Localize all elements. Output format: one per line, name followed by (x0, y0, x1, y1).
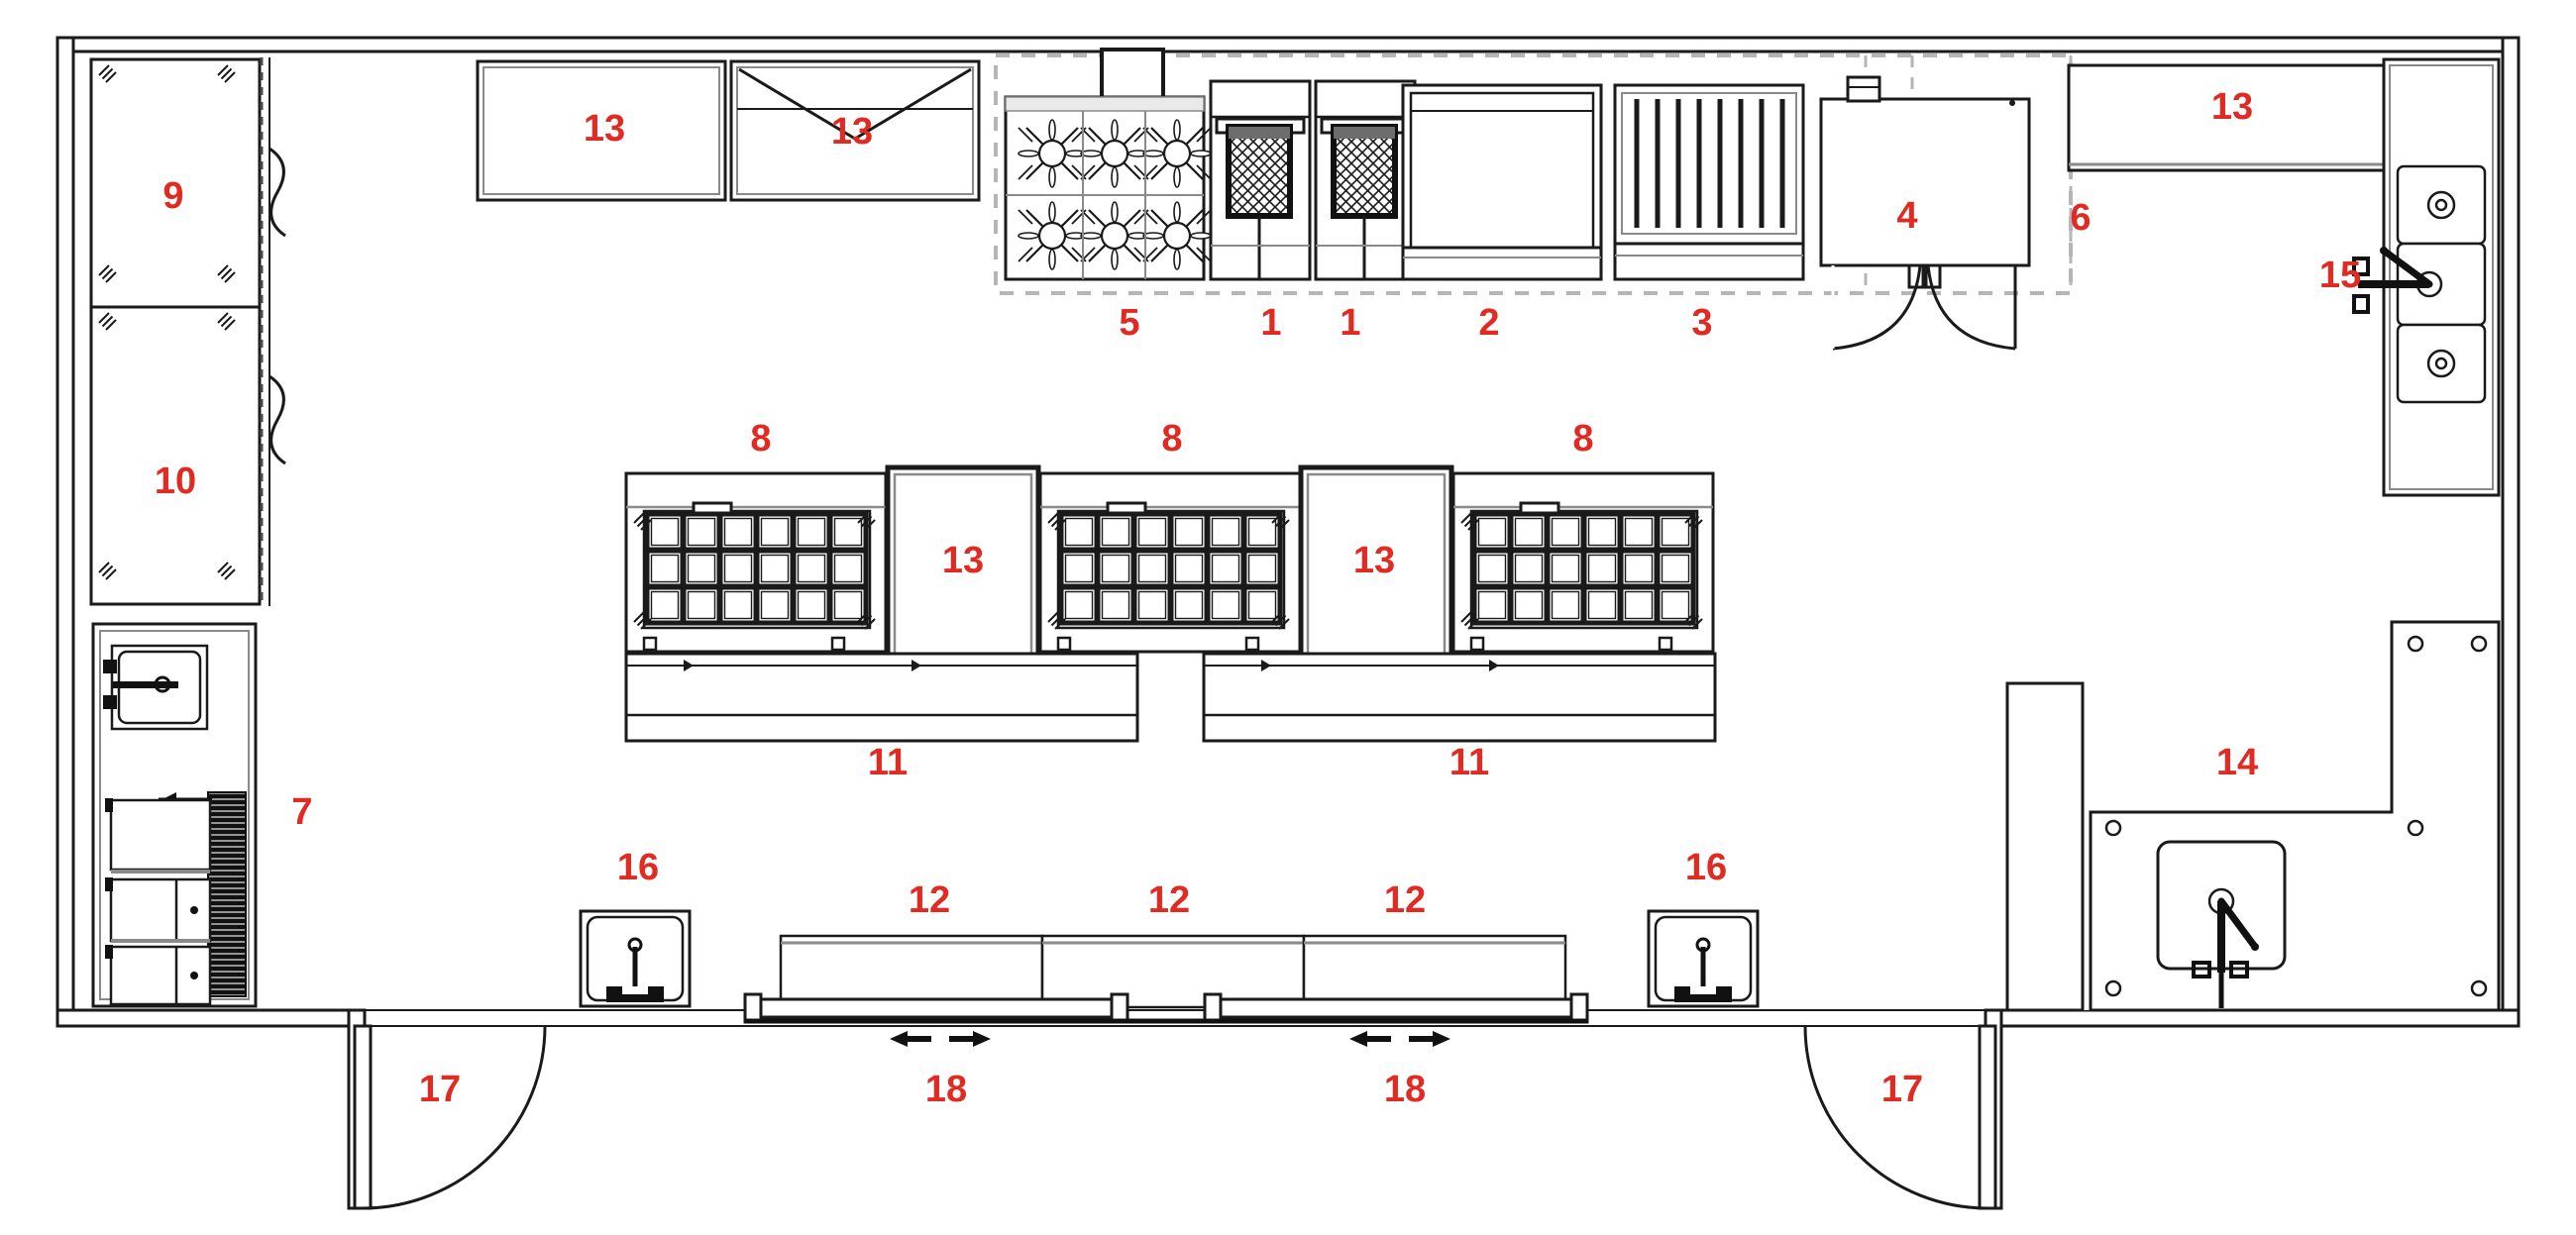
dishwashing-station (91, 622, 258, 1008)
wall-shelf-unit-left (89, 57, 286, 606)
item-label-16b: 16 (1685, 847, 1727, 888)
item-label-1b: 1 (1340, 302, 1360, 344)
char-broiler (1613, 83, 1805, 281)
overhead-shelf-b (729, 59, 981, 202)
six-burner-range (1004, 95, 1213, 281)
walk-in-refrigerator (1819, 75, 2031, 351)
item-label-9: 9 (162, 175, 183, 217)
item-label-12b: 12 (1148, 879, 1190, 921)
service-window-right (745, 992, 1589, 1047)
item-label-16a: 16 (617, 847, 659, 888)
item-label-12c: 12 (1384, 879, 1426, 921)
entry-door-left (353, 1024, 547, 1210)
deep-fryer-left (1209, 79, 1312, 281)
refrigerated-prep-table-a (624, 471, 888, 654)
item-label-18a: 18 (925, 1069, 967, 1110)
deep-fryer-right (1314, 79, 1417, 281)
item-label-13e: 13 (1353, 540, 1395, 581)
item-label-15: 15 (2319, 255, 2361, 296)
service-window-left (743, 992, 1129, 1047)
l-shaped-prep-counter (2005, 620, 2501, 1012)
flat-top-griddle (1401, 83, 1603, 281)
item-label-11a: 11 (868, 742, 908, 783)
item-label-7: 7 (291, 791, 312, 833)
item-label-8a: 8 (750, 418, 771, 460)
item-label-18b: 18 (1384, 1069, 1426, 1110)
item-label-11b: 11 (1449, 742, 1489, 783)
item-label-13b: 13 (831, 111, 873, 153)
item-label-17b: 17 (1881, 1069, 1923, 1110)
overhead-shelf-c (2067, 63, 2398, 172)
entry-door-right (1803, 1024, 1997, 1210)
handwash-sink-left (579, 909, 692, 1008)
refrigerated-prep-table-c (1451, 471, 1715, 654)
undershelf-a (624, 652, 1139, 743)
item-label-5: 5 (1119, 302, 1139, 344)
undershelf-b (1202, 652, 1717, 743)
service-counter-b (1040, 934, 1306, 1009)
item-label-13c: 13 (2211, 86, 2253, 128)
service-counter-c (1302, 934, 1567, 1010)
item-label-12a: 12 (909, 879, 950, 921)
item-label-2: 2 (1478, 302, 1499, 344)
item-label-4: 4 (1896, 195, 1917, 237)
item-label-10: 10 (155, 461, 196, 502)
item-label-8b: 8 (1161, 418, 1182, 460)
item-label-17a: 17 (419, 1069, 461, 1110)
item-label-14: 14 (2216, 742, 2258, 783)
refrigerated-prep-table-b (1038, 471, 1302, 654)
item-label-3: 3 (1691, 302, 1712, 344)
item-label-8c: 8 (1572, 418, 1593, 460)
item-label-6: 6 (2070, 197, 2091, 239)
item-label-1a: 1 (1260, 302, 1281, 344)
overhead-shelf-a (476, 59, 727, 202)
item-label-13d: 13 (942, 540, 984, 581)
handwash-sink-right (1647, 909, 1760, 1008)
three-compartment-sink (2354, 57, 2501, 497)
item-label-13a: 13 (584, 108, 625, 150)
item-number-labels: 9 13 13 5 1 1 2 3 4 6 13 15 10 8 8 8 13 … (155, 86, 2361, 1110)
